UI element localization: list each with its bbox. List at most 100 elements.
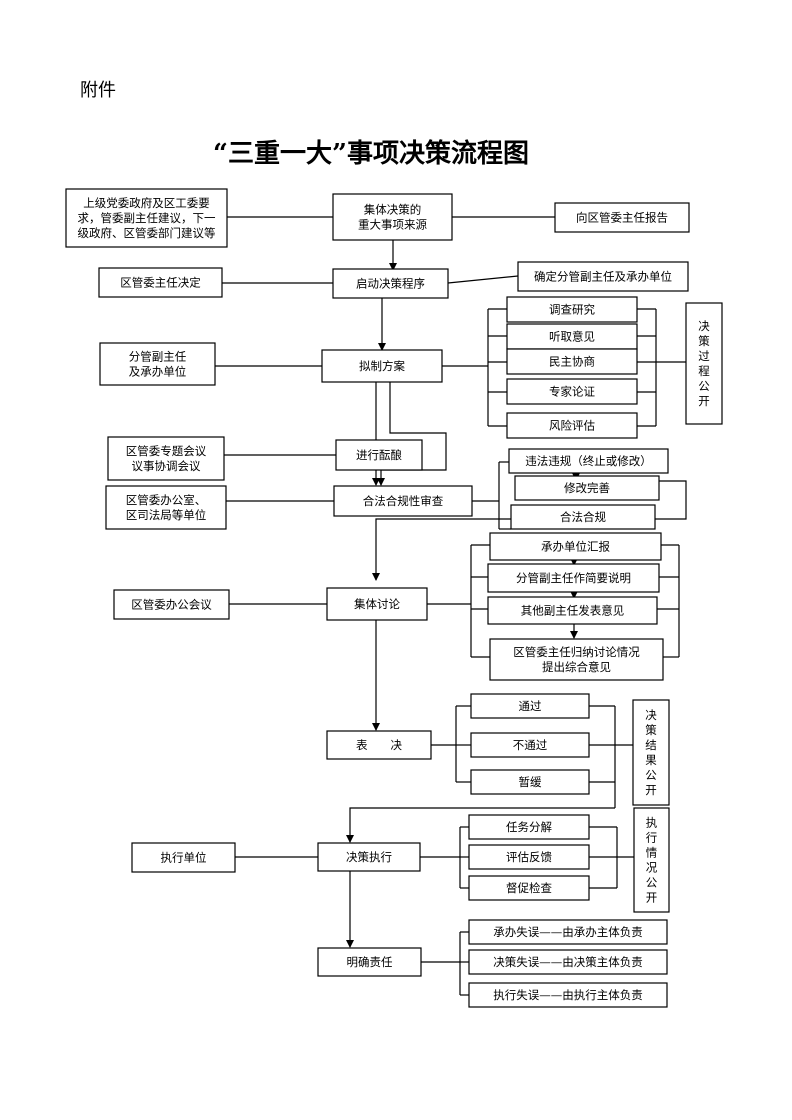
node-label: 表 决 bbox=[356, 738, 402, 752]
node-discuss: 集体讨论 bbox=[326, 587, 428, 621]
node-box bbox=[506, 296, 638, 323]
node-label: 明确责任 bbox=[347, 955, 393, 969]
node-label: 重大事项来源 bbox=[358, 218, 427, 232]
node-label: 任务分解 bbox=[506, 820, 552, 834]
node-vote: 表 决 bbox=[326, 730, 432, 760]
node-label: 级政府、区管委部门建议等 bbox=[78, 226, 216, 240]
arrow bbox=[372, 480, 687, 581]
node-label: 结 bbox=[645, 738, 657, 752]
node-label: 决 bbox=[698, 319, 710, 333]
node-fail: 不通过 bbox=[470, 732, 590, 758]
node-box bbox=[105, 485, 227, 530]
node-label: 确定分管副主任及承办单位 bbox=[534, 270, 672, 284]
node-task: 任务分解 bbox=[468, 814, 590, 840]
node-box bbox=[98, 267, 223, 298]
flowchart-nodes: 集体决策的重大事项来源上级党委政府及区工委要求，管委副主任建议，下一级政府、区管… bbox=[65, 188, 723, 1008]
node-director-decide: 区管委主任决定 bbox=[98, 267, 223, 298]
node-compliant: 合法合规 bbox=[510, 504, 656, 530]
node-other-opinion: 其他副主任发表意见 bbox=[487, 596, 658, 625]
node-draft: 拟制方案 bbox=[321, 349, 443, 383]
node-box bbox=[468, 814, 590, 840]
node-resp-exec: 执行失误——由执行主体负责 bbox=[468, 982, 668, 1008]
node-box bbox=[468, 844, 590, 870]
node-label: 果 bbox=[645, 753, 657, 767]
node-box bbox=[107, 436, 225, 481]
node-label: 集体决策的 bbox=[364, 203, 422, 217]
node-box bbox=[633, 807, 670, 913]
node-label: 决策失误——由决策主体负责 bbox=[493, 955, 643, 969]
node-resp-host: 承办失误——由承办主体负责 bbox=[468, 919, 668, 945]
node-label: 策 bbox=[698, 334, 710, 348]
node-legal: 合法合规性审查 bbox=[333, 485, 473, 517]
node-box bbox=[470, 732, 590, 758]
node-box bbox=[685, 302, 723, 425]
node-listen: 听取意见 bbox=[506, 323, 638, 350]
node-label: 执行单位 bbox=[161, 851, 207, 865]
node-box bbox=[332, 193, 453, 241]
node-box bbox=[468, 919, 668, 945]
node-supervise: 督促检查 bbox=[468, 875, 590, 901]
node-label: 分管副主任 bbox=[129, 350, 187, 364]
node-box bbox=[632, 699, 670, 806]
node-box bbox=[489, 638, 664, 681]
node-label: 区管委主任决定 bbox=[120, 276, 201, 290]
node-expert: 专家论证 bbox=[506, 378, 638, 405]
node-box bbox=[470, 693, 590, 719]
page-title: “三重一大”事项决策流程图 bbox=[213, 138, 529, 169]
node-label: 民主协商 bbox=[549, 355, 595, 369]
node-label: 执 bbox=[646, 816, 658, 830]
node-label: 暂缓 bbox=[519, 775, 542, 789]
node-label: 评估反馈 bbox=[506, 850, 552, 864]
node-label: 开 bbox=[698, 394, 710, 408]
node-revise: 修改完善 bbox=[514, 475, 660, 501]
arrow bbox=[377, 382, 447, 486]
node-box bbox=[335, 439, 423, 471]
node-box bbox=[517, 261, 689, 292]
node-box bbox=[326, 730, 432, 760]
node-exec-unit: 执行单位 bbox=[131, 842, 236, 873]
node-label: 程 bbox=[698, 364, 710, 378]
node-research: 调查研究 bbox=[506, 296, 638, 323]
node-consult: 民主协商 bbox=[506, 348, 638, 375]
node-label: 情 bbox=[646, 846, 658, 860]
node-office-meeting: 区管委办公会议 bbox=[113, 589, 230, 620]
node-label: 开 bbox=[645, 783, 657, 797]
node-label: 合法合规性审查 bbox=[363, 494, 444, 508]
node-box bbox=[326, 587, 428, 621]
node-label: 修改完善 bbox=[564, 481, 610, 495]
node-label: 过 bbox=[698, 349, 710, 363]
node-label: 通过 bbox=[519, 699, 542, 713]
node-violation: 违法违规（终止或修改） bbox=[508, 448, 669, 474]
node-label: 公 bbox=[646, 876, 658, 890]
node-label: 承办单位汇报 bbox=[541, 540, 610, 554]
node-draft-by: 分管副主任及承办单位 bbox=[99, 342, 216, 386]
node-label: 调查研究 bbox=[549, 303, 595, 317]
node-box bbox=[113, 589, 230, 620]
node-label: 议事协调会议 bbox=[132, 459, 201, 473]
node-box bbox=[506, 378, 638, 405]
node-label: 上级党委政府及区工委要 bbox=[83, 196, 210, 210]
node-box bbox=[508, 448, 669, 474]
node-responsibility: 明确责任 bbox=[317, 947, 422, 977]
node-box bbox=[321, 349, 443, 383]
node-label: 启动决策程序 bbox=[356, 277, 425, 291]
node-box bbox=[510, 504, 656, 530]
node-box bbox=[506, 323, 638, 350]
node-resp-decide: 决策失误——由决策主体负责 bbox=[468, 949, 668, 975]
node-box bbox=[489, 532, 662, 561]
node-label: 区管委办公室、 bbox=[126, 493, 207, 507]
node-deliberate: 进行酝酿 bbox=[335, 439, 423, 471]
arrow bbox=[346, 807, 615, 843]
node-start: 启动决策程序 bbox=[332, 268, 449, 299]
node-box bbox=[333, 485, 473, 517]
node-label: 不通过 bbox=[513, 738, 548, 752]
node-box bbox=[514, 475, 660, 501]
node-label: 决 bbox=[645, 708, 657, 722]
node-label: 决策执行 bbox=[346, 850, 392, 864]
node-label: 区管委办公会议 bbox=[131, 598, 212, 612]
